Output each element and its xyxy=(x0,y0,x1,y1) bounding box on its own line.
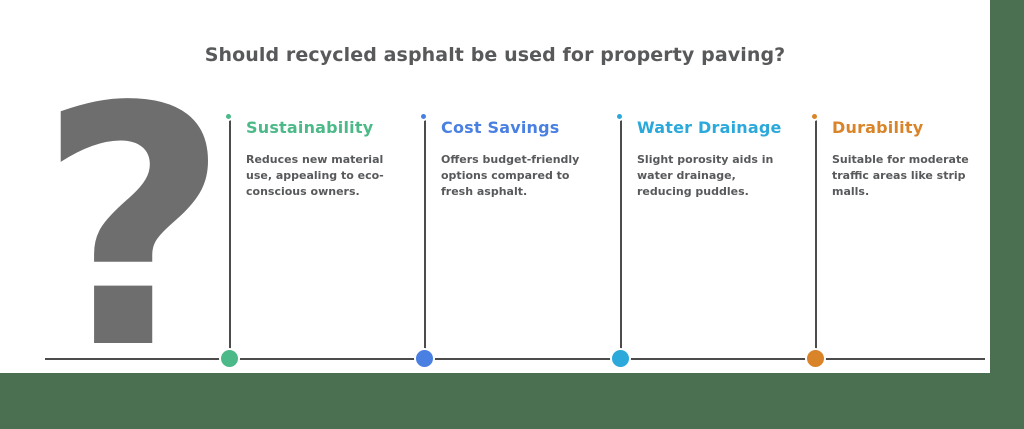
milestone-body: Slight porosity aids in water drainage, … xyxy=(637,153,774,198)
connector-line xyxy=(229,120,231,362)
bottom-marker-dot[interactable] xyxy=(219,348,240,369)
infographic-canvas: Should recycled asphalt be used for prop… xyxy=(0,0,990,373)
milestone-body: Reduces new material use, appealing to e… xyxy=(246,153,384,198)
page-title: Should recycled asphalt be used for prop… xyxy=(204,44,786,66)
connector-line xyxy=(815,120,817,362)
top-marker-dot[interactable] xyxy=(224,112,233,121)
milestone-heading: Durability xyxy=(832,118,924,137)
question-mark-icon: ? xyxy=(38,37,230,373)
bottom-marker-dot[interactable] xyxy=(610,348,631,369)
milestone-heading: Cost Savings xyxy=(441,118,560,137)
top-marker-dot[interactable] xyxy=(615,112,624,121)
milestone-heading: Sustainability xyxy=(246,118,374,137)
bottom-marker-dot[interactable] xyxy=(805,348,826,369)
milestone-heading: Water Drainage xyxy=(637,118,782,137)
connector-line xyxy=(620,120,622,362)
bottom-marker-dot[interactable] xyxy=(414,348,435,369)
timeline-baseline xyxy=(45,358,985,360)
top-marker-dot[interactable] xyxy=(419,112,428,121)
connector-line xyxy=(424,120,426,362)
top-marker-dot[interactable] xyxy=(810,112,819,121)
milestone-body: Offers budget-friendly options compared … xyxy=(441,153,580,198)
milestone-body: Suitable for moderate traffic areas like… xyxy=(832,153,969,198)
